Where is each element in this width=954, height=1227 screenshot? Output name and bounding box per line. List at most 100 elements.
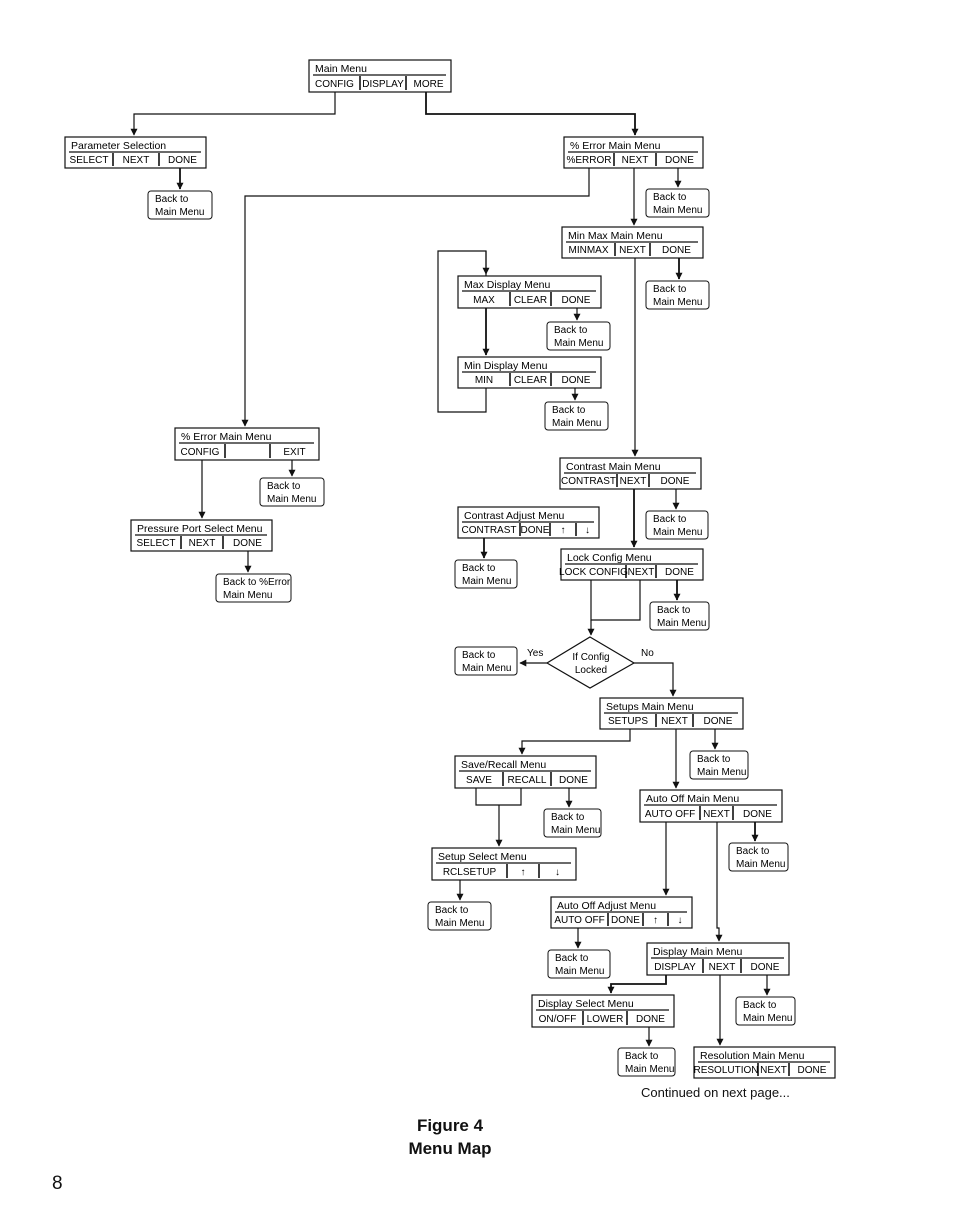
option-auto-off[interactable]: AUTO OFF — [554, 915, 604, 926]
option-auto-off[interactable]: AUTO OFF — [645, 809, 695, 820]
option-done[interactable]: DONE — [798, 1065, 827, 1076]
option-up-arrow[interactable]: ↑ — [521, 867, 526, 878]
option-select[interactable]: SELECT — [137, 538, 176, 549]
option-max[interactable]: MAX — [473, 295, 495, 306]
back-box-outline — [645, 510, 709, 540]
option-done[interactable]: DONE — [704, 716, 733, 727]
option-down-arrow[interactable]: ↓ — [585, 525, 590, 536]
option-clear[interactable]: CLEAR — [514, 295, 547, 306]
back-label: Back to — [552, 405, 586, 416]
option-done[interactable]: DONE — [751, 962, 780, 973]
menu-title: Contrast Adjust Menu — [464, 510, 565, 522]
option-lower[interactable]: LOWER — [587, 1014, 624, 1025]
back-box-outline — [215, 573, 292, 603]
back-label: Main Menu — [462, 663, 511, 674]
option-config[interactable]: CONFIG — [315, 79, 354, 90]
menu-box — [639, 789, 783, 823]
option-exit[interactable]: EXIT — [283, 447, 305, 458]
option-next[interactable]: NEXT — [189, 538, 216, 549]
option-down-arrow[interactable]: ↓ — [678, 915, 683, 926]
back-box-outline — [645, 280, 710, 310]
option-setups[interactable]: SETUPS — [608, 716, 648, 727]
option-select[interactable]: SELECT — [70, 155, 109, 166]
option--error[interactable]: %ERROR — [566, 155, 611, 166]
option-min[interactable]: MIN — [475, 375, 493, 386]
option-display[interactable]: DISPLAY — [654, 962, 696, 973]
option-on-off[interactable]: ON/OFF — [539, 1014, 577, 1025]
option-config[interactable]: CONFIG — [181, 447, 220, 458]
option-done[interactable]: DONE — [662, 245, 691, 256]
option-next[interactable]: NEXT — [123, 155, 150, 166]
menu-title: Save/Recall Menu — [461, 759, 546, 771]
option-done[interactable]: DONE — [562, 375, 591, 386]
option-next[interactable]: NEXT — [661, 716, 688, 727]
option-next[interactable]: NEXT — [709, 962, 736, 973]
option-done[interactable]: DONE — [665, 567, 694, 578]
option-rclsetup[interactable]: RCLSETUP — [443, 867, 497, 878]
menu-box — [531, 994, 675, 1028]
option-next[interactable]: NEXT — [703, 809, 730, 820]
option-up-arrow[interactable]: ↑ — [561, 525, 566, 536]
option-minmax[interactable]: MINMAX — [569, 245, 609, 256]
option-contrast[interactable]: CONTRAST — [462, 525, 517, 536]
option-done[interactable]: DONE — [521, 525, 550, 536]
back-label: Back to %Error — [223, 577, 291, 588]
back-label: Back to — [155, 194, 189, 205]
option-recall[interactable]: RECALL — [508, 775, 547, 786]
option-next[interactable]: NEXT — [620, 476, 647, 487]
back-label: Back to — [435, 905, 469, 916]
back-label: Back to — [551, 812, 585, 823]
option-next[interactable]: NEXT — [622, 155, 649, 166]
option-display[interactable]: DISPLAY — [362, 79, 404, 90]
back-box-outline — [544, 401, 609, 431]
back-to-main-menu-box[interactable]: Back to Main Menu — [544, 401, 609, 431]
back-box-outline — [546, 321, 611, 351]
option-done[interactable]: DONE — [559, 775, 588, 786]
option-contrast[interactable]: CONTRAST — [561, 476, 616, 487]
option-next[interactable]: NEXT — [760, 1065, 787, 1076]
option-done[interactable]: DONE — [743, 809, 772, 820]
option-more[interactable]: MORE — [414, 79, 444, 90]
option-done[interactable]: DONE — [665, 155, 694, 166]
option-up-arrow[interactable]: ↑ — [653, 915, 658, 926]
option-done[interactable]: DONE — [233, 538, 262, 549]
option-done[interactable]: DONE — [562, 295, 591, 306]
option-resolution[interactable]: RESOLUTION — [693, 1065, 758, 1076]
option-clear[interactable]: CLEAR — [514, 375, 547, 386]
option-done[interactable]: DONE — [661, 476, 690, 487]
option-done[interactable]: DONE — [636, 1014, 665, 1025]
option-save[interactable]: SAVE — [466, 775, 492, 786]
menu-title: Lock Config Menu — [567, 552, 652, 564]
option-next[interactable]: NEXT — [619, 245, 646, 256]
menu-title: Resolution Main Menu — [700, 1050, 805, 1062]
menu-title: Parameter Selection — [71, 140, 166, 152]
option-down-arrow[interactable]: ↓ — [555, 867, 560, 878]
decision-text: If Config — [572, 652, 609, 663]
back-label: Main Menu — [653, 527, 702, 538]
option-next[interactable]: NEXT — [628, 567, 655, 578]
option-lock-config[interactable]: LOCK CONFIG — [559, 567, 628, 578]
back-label: Main Menu — [552, 418, 601, 429]
option-done[interactable]: DONE — [168, 155, 197, 166]
option-done[interactable]: DONE — [611, 915, 640, 926]
